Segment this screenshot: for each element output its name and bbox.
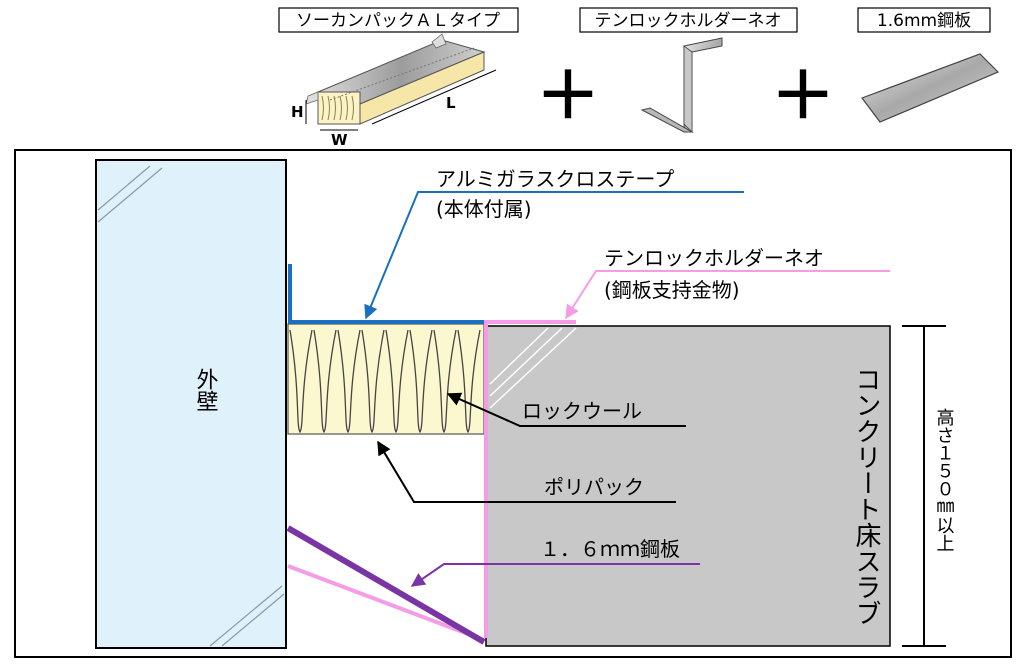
dim-h-label: H [291, 103, 304, 121]
steel-plate [286, 525, 486, 645]
dim-l-label: L [446, 94, 456, 112]
dim-w-label: W [331, 131, 348, 149]
wall-hatch [97, 165, 285, 647]
height-dimension [902, 325, 946, 647]
callout-polypack: ポリパック [377, 440, 676, 503]
slab-label: コンクリート床スラブ [851, 366, 881, 626]
holder-label: テンロックホルダーネオ [595, 11, 782, 31]
callout-rockwool: ロックウール [446, 392, 686, 427]
tape-label: アルミガラスクロステープ [436, 167, 674, 191]
height-label: 高さ１５０㎜以上 [934, 408, 955, 552]
callout-holder: テンロックホルダーネオ (鋼板支持金物) [565, 246, 890, 320]
rockwool-label: ロックウール [522, 399, 642, 423]
plate-label-box [857, 7, 991, 33]
sokan-pack-illustration [305, 33, 497, 131]
slab-hatch [489, 327, 577, 409]
plate-label: 1.6mm鋼板 [877, 11, 971, 31]
product-label-box [278, 7, 519, 33]
plus-icon-2: ＋ [771, 60, 835, 134]
steel-plate-icon [861, 53, 1000, 123]
exterior-wall [95, 159, 287, 649]
holder-label-box [579, 7, 798, 33]
holder-leg [287, 564, 485, 642]
holder-callout-label: テンロックホルダーネオ [604, 246, 824, 270]
product-header: ソーカンパックＡＬタイプ H W L ＋ テンロックホルダーネオ [278, 7, 1000, 149]
aluminum-tape [288, 264, 546, 324]
steel-plate-label: １．６ｍｍ鋼板 [540, 537, 680, 561]
holder-bracket [484, 320, 576, 638]
product-label: ソーカンパックＡＬタイプ [296, 11, 500, 31]
tape-sub-label: (本体付属) [436, 197, 532, 221]
holder-sub-label: (鋼板支持金物) [604, 278, 740, 302]
callout-tape: アルミガラスクロステープ (本体付属) [364, 167, 744, 320]
callout-steel-plate: １．６ｍｍ鋼板 [410, 537, 700, 587]
polypack-label: ポリパック [544, 475, 644, 499]
rockwool-pattern [289, 329, 481, 434]
wall-label: 外壁 [193, 368, 219, 412]
concrete-slab [485, 325, 891, 647]
height-label-bg [938, 400, 964, 570]
tenlock-holder-icon [640, 37, 723, 133]
plus-icon-1: ＋ [536, 60, 600, 134]
